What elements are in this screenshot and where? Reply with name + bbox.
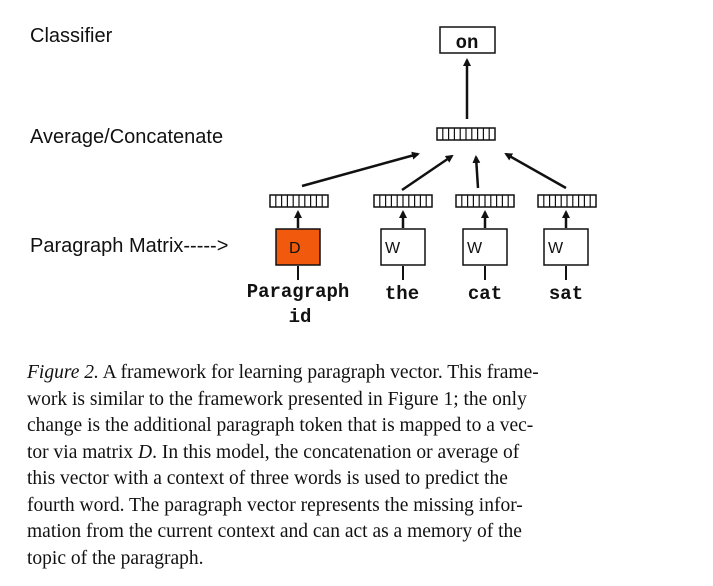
classifier-label: Classifier: [30, 25, 113, 47]
arrow-paragraph-to-average: [301, 151, 420, 188]
input-word-cat: cat: [468, 283, 502, 305]
input-paragraph-id-line1: Paragraph: [247, 281, 350, 303]
average-concatenate-label: Average/Concatenate: [30, 126, 223, 148]
matrix-symbol: D: [138, 441, 153, 463]
word-matrix-letter-cat: W: [467, 240, 483, 257]
word-matrix-letter-the: W: [385, 240, 401, 257]
word-vector-cat: [455, 194, 515, 208]
input-word-sat: sat: [549, 283, 583, 305]
figure-caption: Figure 2. A framework for learning parag…: [27, 360, 597, 572]
caption-line-2: work is similar to the framework present…: [27, 388, 527, 410]
output-word: on: [456, 32, 479, 54]
caption-line-6: fourth word. The paragraph vector repres…: [27, 494, 523, 516]
paragraph-matrix-box: [275, 228, 321, 266]
word-matrix-box-the: [380, 228, 426, 266]
paragraph-matrix-letter: D: [289, 240, 301, 257]
word-matrix-box-cat: [462, 228, 508, 266]
input-paragraph-id-line2: id: [289, 306, 312, 328]
word-vector-sat: [537, 194, 597, 208]
caption-line-8: topic of the paragraph.: [27, 547, 204, 569]
arrow-sat-to-average: [504, 152, 567, 190]
word-matrix-letter-sat: W: [548, 240, 564, 257]
arrow-the-to-average: [401, 154, 454, 192]
output-word-box: [439, 26, 496, 54]
caption-line-5: this vector with a context of three word…: [27, 468, 508, 489]
paragraph-matrix-label: Paragraph Matrix----->: [30, 235, 228, 257]
arrow-cat-to-average: [472, 155, 481, 189]
caption-line-4a: tor via matrix: [27, 441, 139, 463]
caption-line-4b: . In this model, the concatenation or av…: [152, 441, 520, 463]
caption-line-7: mation from the current context and can …: [27, 521, 522, 542]
average-vector: [436, 127, 496, 141]
input-word-the: the: [385, 283, 419, 305]
paragraph-vector: [269, 194, 329, 208]
word-matrix-box-sat: [543, 228, 589, 266]
caption-line-3: change is the additional paragraph token…: [27, 415, 534, 436]
caption-line-1: A framework for learning paragraph vecto…: [102, 362, 539, 383]
word-vector-the: [373, 194, 433, 208]
figure-label: Figure 2.: [27, 362, 99, 383]
paragraph-vector-diagram: Classifier Average/Concatenate Paragraph…: [30, 25, 597, 328]
